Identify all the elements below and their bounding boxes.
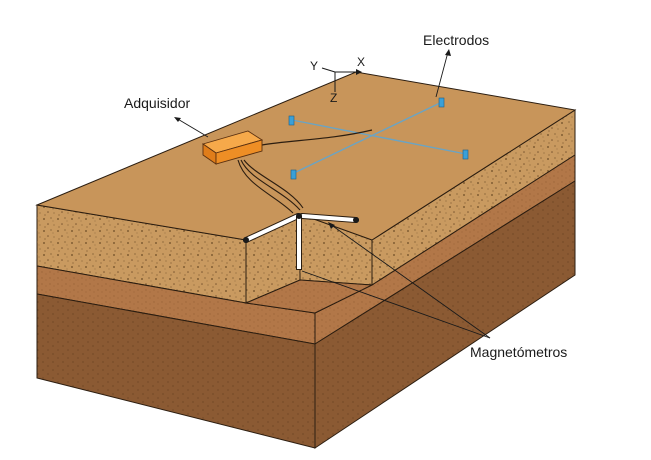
acquisition-cables xyxy=(237,129,373,214)
magnetometer-end xyxy=(353,217,359,223)
magnetometers-leader-line-2 xyxy=(301,270,491,339)
electrode-cable-1 xyxy=(291,119,467,155)
cable-to-magnetometer-1 xyxy=(237,159,294,214)
side-sand-texture xyxy=(372,110,575,285)
cable-to-magnetometer-2 xyxy=(240,159,301,211)
electrode-marker xyxy=(288,115,295,126)
x-axis-arrow xyxy=(356,69,362,75)
magnetometers-leader-line-1 xyxy=(329,223,491,339)
trench-right-wall-texture xyxy=(300,214,372,285)
magnetometer-end xyxy=(296,213,302,219)
coordinate-axes: X Y Z xyxy=(310,55,365,105)
front-sand-texture xyxy=(37,205,246,303)
front-face xyxy=(36,204,316,449)
electrode-marker xyxy=(462,149,469,160)
cable-to-electrodes xyxy=(261,129,373,146)
z-axis-label: Z xyxy=(330,91,337,105)
x-axis-label: X xyxy=(357,55,365,69)
acquisition-unit-side xyxy=(215,139,263,165)
magnetometers-label: Magnetómetros xyxy=(470,344,567,360)
magnetometer-tube-right-inner xyxy=(301,214,357,222)
acquisition-unit xyxy=(201,130,264,165)
electrode-cable-2 xyxy=(293,101,443,174)
magnetometer-end xyxy=(243,237,249,243)
side-clay-texture xyxy=(315,155,575,344)
cable-to-magnetometer-3 xyxy=(243,159,304,209)
magnetometers xyxy=(243,213,359,270)
magnetometers-leader-arrow xyxy=(328,222,335,229)
electrodes-leader-line xyxy=(435,51,449,98)
electrode-marker xyxy=(438,97,445,108)
front-dark-texture xyxy=(37,294,315,448)
y-axis-label: Y xyxy=(310,59,318,73)
annotations: Adquisidor Electrodos Magnetómetros xyxy=(124,32,567,360)
acquisition-label: Adquisidor xyxy=(124,95,190,111)
electrodes-label: Electrodos xyxy=(423,32,489,48)
side-dark-texture xyxy=(315,181,575,448)
magnetometer-tube-left-inner xyxy=(245,214,299,242)
electrode-array xyxy=(288,97,469,180)
side-face xyxy=(314,109,576,449)
electrodes-leader-arrow xyxy=(445,49,451,56)
acquisition-leader-line xyxy=(175,117,209,138)
y-axis-line xyxy=(321,67,336,73)
front-clay-texture xyxy=(37,266,315,344)
electrode-marker xyxy=(290,169,297,180)
acquisition-leader-arrow xyxy=(174,117,181,122)
trench-floor-texture xyxy=(246,280,372,313)
